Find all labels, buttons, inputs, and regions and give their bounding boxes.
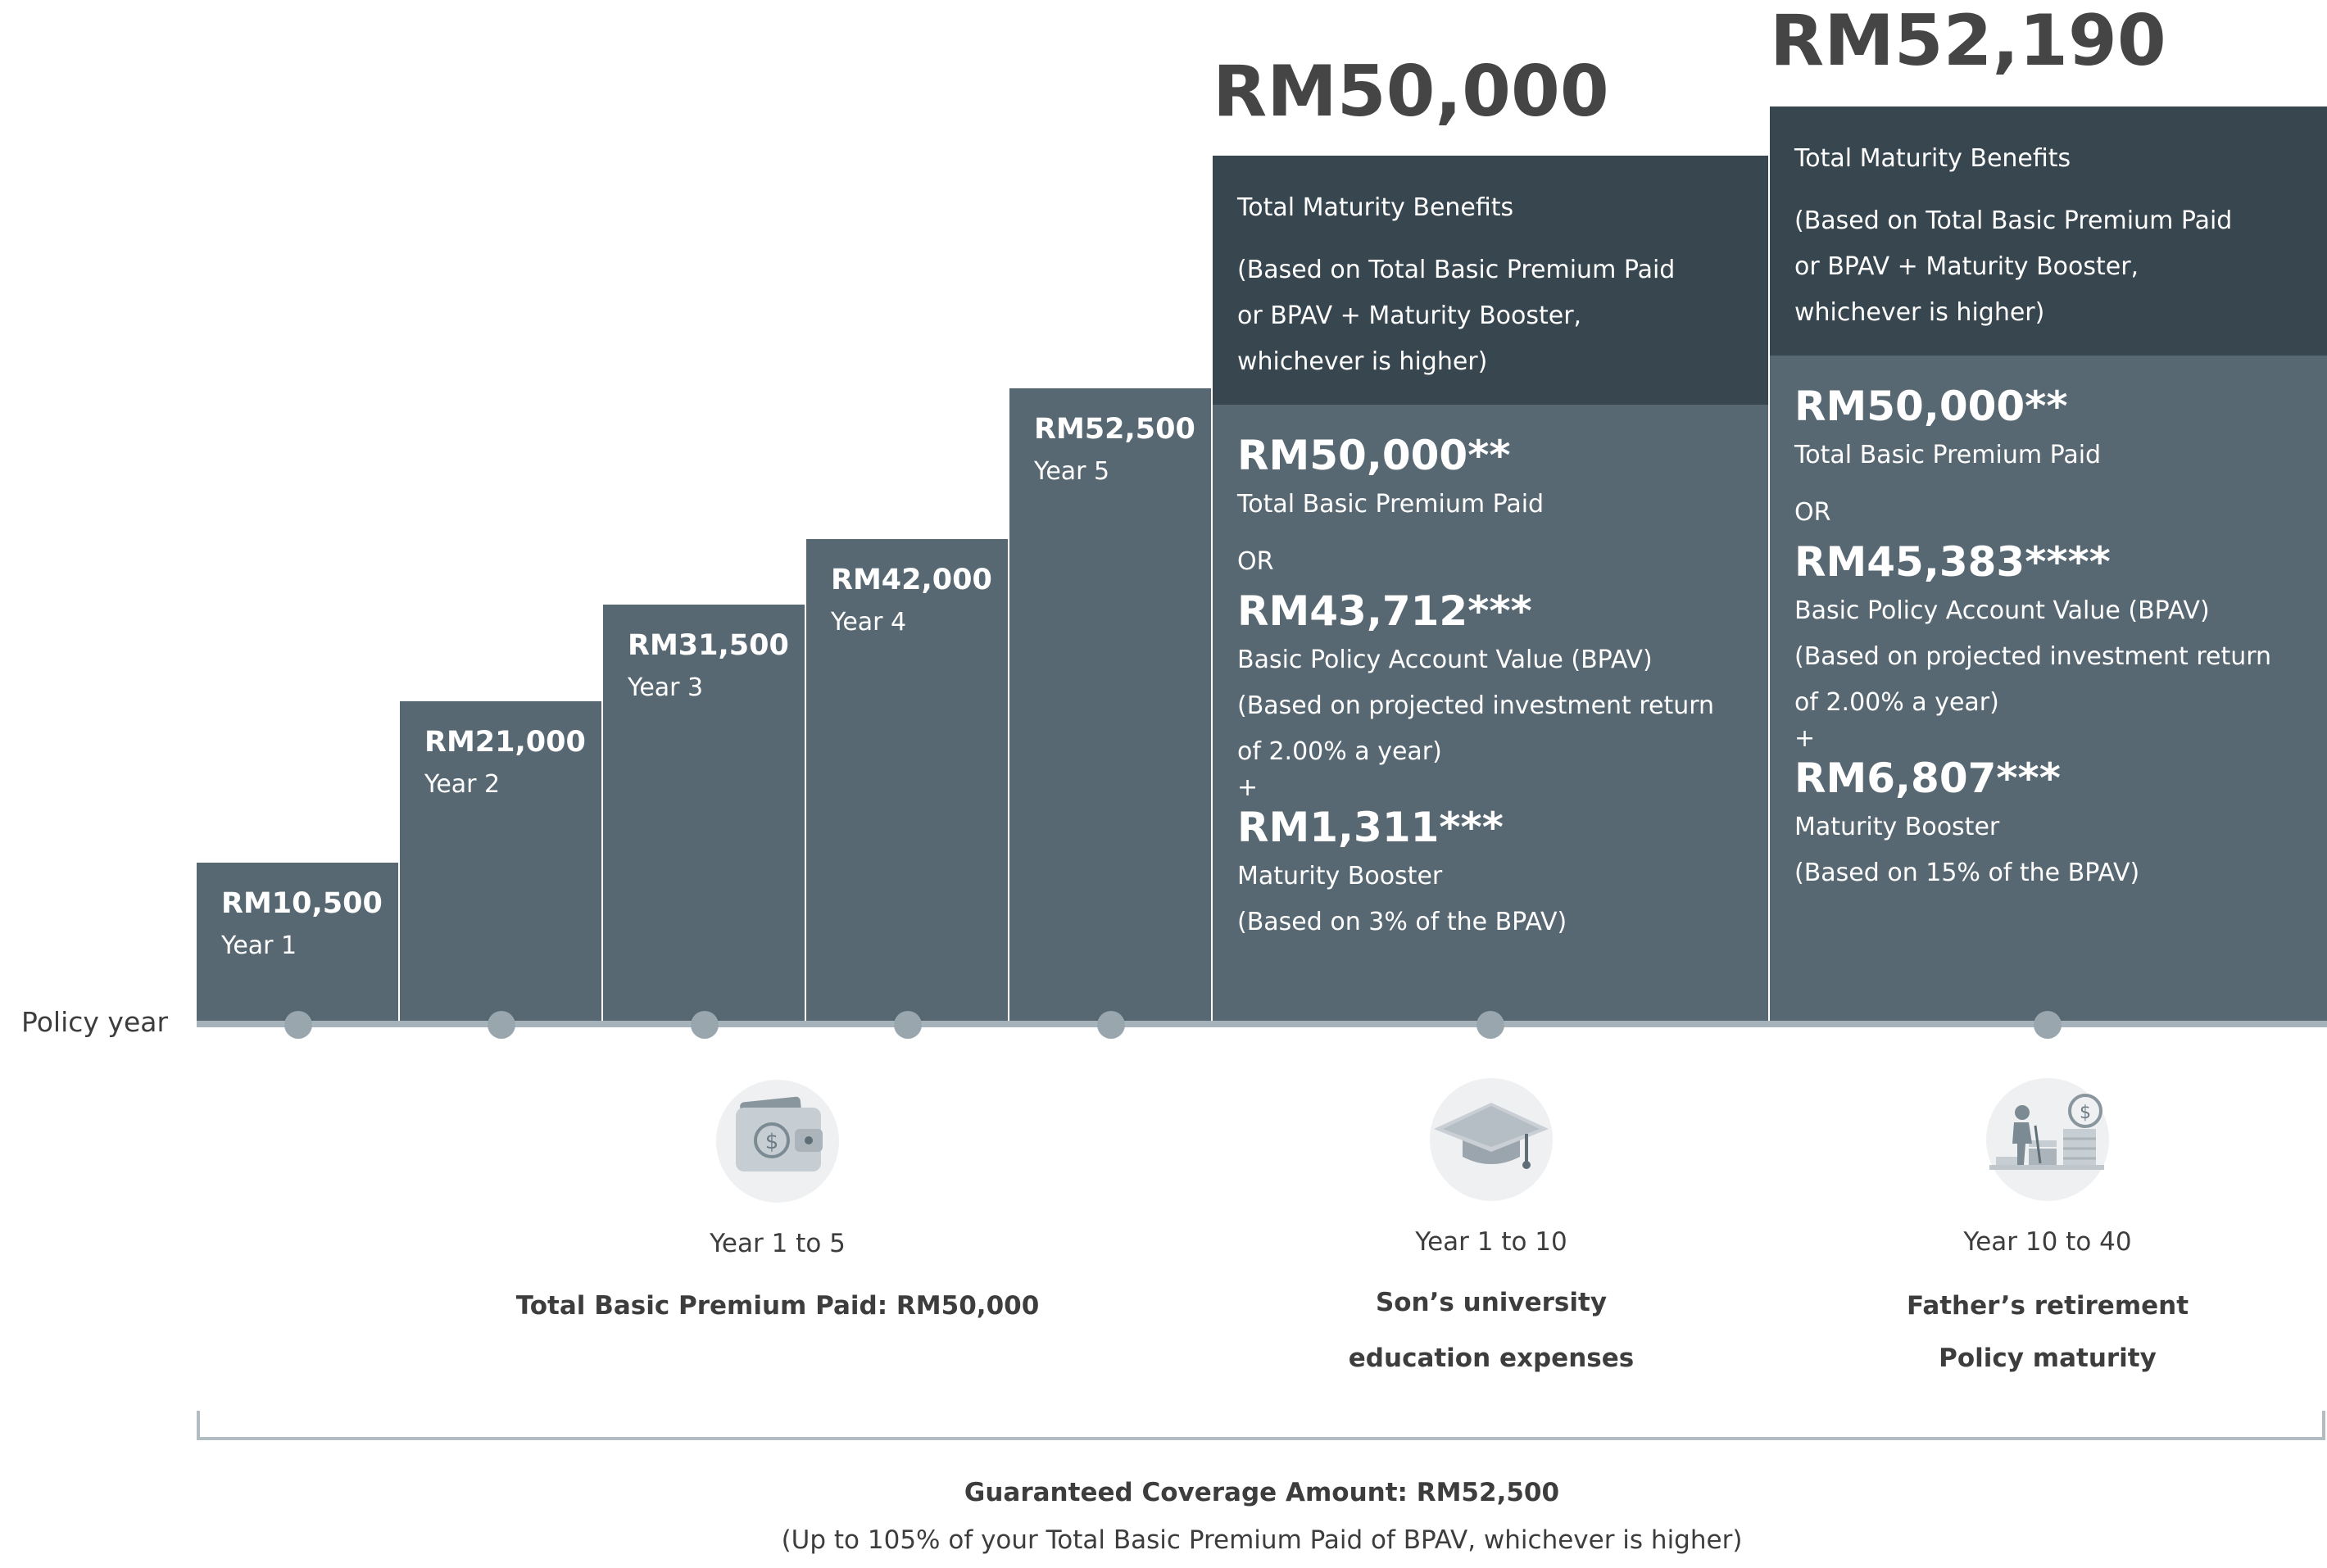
- maturity-1-bpav-note: (Based on projected investment return: [1237, 691, 1715, 720]
- coverage-title: Guaranteed Coverage Amount: RM52,500: [964, 1478, 1560, 1507]
- maturity-2-or: OR: [1794, 498, 1831, 527]
- maturity-2-premium-value: RM50,000**: [1794, 383, 2068, 430]
- maturity-1-booster-note: (Based on 3% of the BPAV): [1237, 908, 1567, 936]
- milestone-3-line: Policy maturity: [1939, 1344, 2157, 1373]
- maturity-1-basis-line: whichever is higher): [1237, 347, 1488, 376]
- coverage-bracket: [197, 1411, 2325, 1440]
- year-2-dot: [488, 1011, 515, 1039]
- maturity-2-plus: +: [1794, 724, 1816, 753]
- svg-text:$: $: [765, 1130, 779, 1154]
- year-5-value: RM52,500: [1034, 413, 1195, 446]
- maturity-1-heading: Total Maturity Benefits: [1237, 193, 1514, 222]
- maturity-2-basis-line: or BPAV + Maturity Booster,: [1794, 252, 2139, 281]
- maturity-2-premium-label: Total Basic Premium Paid: [1794, 441, 2102, 469]
- milestone-3-line: Father’s retirement: [1906, 1291, 2189, 1321]
- milestone-2-line: Son’s university: [1375, 1288, 1608, 1317]
- policy-year-label: Policy year: [21, 1006, 169, 1038]
- year-4-bar: RM42,000 Year 4: [806, 539, 1009, 1024]
- maturity-1-dot: [1476, 1011, 1504, 1039]
- year-4-value: RM42,000: [831, 564, 992, 596]
- maturity-2-total: RM52,190: [1770, 0, 2166, 82]
- maturity-2-basis-line: whichever is higher): [1794, 298, 2045, 327]
- year-5-bar: RM52,500 Year 5: [1009, 388, 1213, 1024]
- year-3-label: Year 3: [628, 673, 704, 702]
- maturity-2-dot: [2034, 1011, 2062, 1039]
- year-5-label: Year 5: [1034, 457, 1110, 486]
- policy-year-axis: [197, 1021, 2327, 1027]
- year-1-bar: RM10,500 Year 1: [197, 863, 400, 1024]
- maturity-1-panel: RM50,000** Total Basic Premium Paid OR R…: [1213, 405, 1768, 1024]
- maturity-2-bpav-label: Basic Policy Account Value (BPAV): [1794, 596, 2210, 625]
- year-4-label: Year 4: [831, 608, 907, 637]
- maturity-2-booster-note: (Based on 15% of the BPAV): [1794, 859, 2140, 887]
- wallet-icon: $: [716, 1080, 839, 1203]
- year-1-value: RM10,500: [221, 887, 383, 920]
- year-5-dot: [1097, 1011, 1125, 1039]
- milestone-1-line: Total Basic Premium Paid: RM50,000: [515, 1291, 1040, 1321]
- milestone-2-line: education expenses: [1348, 1344, 1635, 1373]
- year-2-bar: RM21,000 Year 2: [400, 701, 603, 1024]
- year-2-value: RM21,000: [424, 726, 586, 759]
- maturity-1-premium-value: RM50,000**: [1237, 432, 1511, 479]
- maturity-2-panel: RM50,000** Total Basic Premium Paid OR R…: [1770, 356, 2327, 1024]
- milestone-1-period: Year 1 to 5: [710, 1229, 846, 1258]
- maturity-2-bpav-note: (Based on projected investment return: [1794, 642, 2272, 671]
- milestone-3-period: Year 10 to 40: [1963, 1227, 2132, 1257]
- maturity-1-bpav-label: Basic Policy Account Value (BPAV): [1237, 646, 1653, 674]
- maturity-2-basis-line: (Based on Total Basic Premium Paid: [1794, 206, 2233, 235]
- maturity-2-booster-label: Maturity Booster: [1794, 813, 2000, 841]
- maturity-1-or: OR: [1237, 547, 1274, 576]
- maturity-2-heading: Total Maturity Benefits: [1794, 144, 2071, 173]
- year-1-dot: [284, 1011, 312, 1039]
- maturity-1-bpav-note: of 2.00% a year): [1237, 737, 1442, 766]
- maturity-1-basis-line: (Based on Total Basic Premium Paid: [1237, 256, 1676, 284]
- maturity-2-bpav-value: RM45,383****: [1794, 538, 2111, 586]
- milestone-2-period: Year 1 to 10: [1415, 1227, 1567, 1257]
- year-2-label: Year 2: [424, 770, 501, 799]
- maturity-2-booster-value: RM6,807***: [1794, 755, 2061, 802]
- maturity-2-bpav-note: of 2.00% a year): [1794, 688, 1999, 717]
- svg-text:$: $: [2080, 1103, 2091, 1123]
- maturity-1-premium-label: Total Basic Premium Paid: [1237, 490, 1545, 519]
- maturity-1-plus: +: [1237, 773, 1259, 802]
- coverage-note: (Up to 105% of your Total Basic Premium …: [781, 1525, 1743, 1555]
- maturity-2-header: Total Maturity Benefits (Based on Total …: [1770, 106, 2327, 356]
- maturity-1-header: Total Maturity Benefits (Based on Total …: [1213, 156, 1768, 405]
- year-3-value: RM31,500: [628, 629, 789, 662]
- maturity-1-total: RM50,000: [1213, 51, 1609, 133]
- year-4-dot: [894, 1011, 922, 1039]
- maturity-1-booster-label: Maturity Booster: [1237, 862, 1443, 890]
- maturity-1-basis-line: or BPAV + Maturity Booster,: [1237, 301, 1582, 330]
- maturity-1-bpav-value: RM43,712***: [1237, 587, 1532, 635]
- year-3-bar: RM31,500 Year 3: [603, 605, 806, 1024]
- retirement-savings-icon: $: [1986, 1078, 2109, 1201]
- year-1-label: Year 1: [221, 931, 297, 960]
- year-3-dot: [691, 1011, 719, 1039]
- graduation-cap-icon: [1430, 1078, 1553, 1201]
- maturity-1-booster-value: RM1,311***: [1237, 804, 1504, 851]
